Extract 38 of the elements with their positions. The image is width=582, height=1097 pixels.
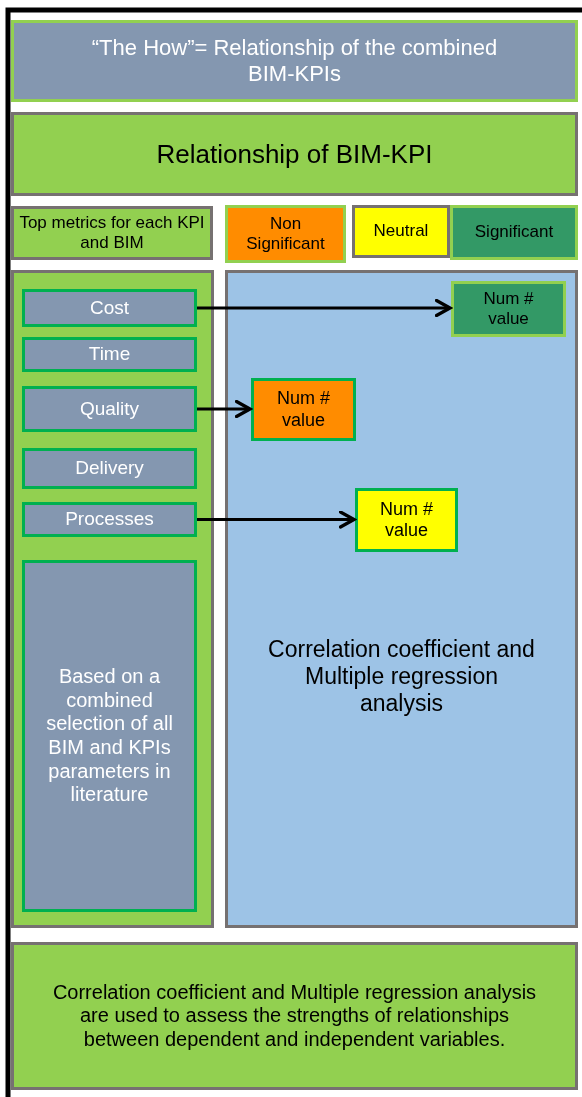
node-text: Correlation coefficient and Multiple regression analysis (267, 636, 536, 718)
node-text: Correlation coefficient and Multiple regression analysis are used to assess the strengths of relationships between dependent and independent variables. (51, 980, 538, 1052)
metric-box (22, 502, 197, 537)
metrics-header-box (11, 206, 213, 260)
node-text: Num # value (482, 288, 535, 330)
description-box (22, 560, 197, 912)
node-text: Num # value (276, 388, 331, 431)
metric-box (22, 337, 197, 372)
node-text: Delivery (74, 457, 145, 480)
value-box (251, 378, 356, 441)
arrow (197, 298, 452, 318)
title-box (11, 20, 578, 102)
significant-box (450, 205, 578, 260)
node-text: Neutral (372, 221, 430, 242)
metric-box (22, 448, 197, 489)
node-text: Relationship of BIM-KPI (155, 138, 434, 170)
node-text: “The How”= Relationship of the combined BIM-KPIs (90, 35, 499, 87)
metric-box (22, 386, 197, 432)
node-text: Cost (88, 296, 131, 320)
node-text: Based on a combined selection of all BIM and KPIs parameters in literature (45, 665, 174, 807)
value-box (451, 281, 566, 337)
node-text: Processes (64, 508, 155, 531)
arrow (197, 399, 252, 419)
neutral-box (352, 205, 450, 258)
node-text: Num # value (379, 498, 434, 542)
node-text: Top metrics for each KPI and BIM (18, 212, 206, 254)
metric-box (22, 289, 197, 327)
arrow (197, 510, 356, 529)
summary-box (11, 942, 578, 1090)
metrics-panel (11, 270, 214, 928)
node-text: Significant (473, 222, 555, 243)
heading-box (11, 112, 578, 196)
node-text: Non Significant (245, 213, 326, 255)
analysis-panel (225, 270, 578, 928)
non-significant-box (225, 205, 346, 263)
node-text: Time (87, 343, 132, 366)
node-text: Quality (78, 397, 141, 421)
value-box (355, 488, 458, 552)
